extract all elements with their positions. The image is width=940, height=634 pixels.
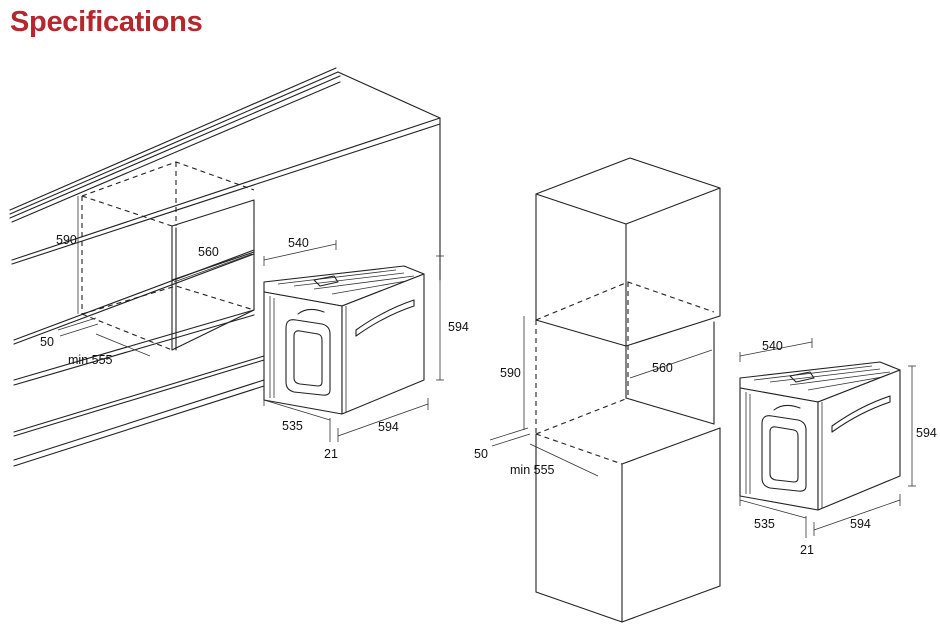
left-installation-diagram: 590 560 50 min 555 540 594 535 594 21 [9, 67, 469, 467]
left-niche-width-label: 560 [198, 245, 219, 259]
right-oven-height-label: 594 [916, 426, 937, 440]
left-front-panel-label: 21 [324, 447, 338, 461]
left-niche-height-label: 590 [56, 233, 77, 247]
left-oven-depth-top-label: 540 [288, 236, 309, 250]
page-title: Specifications [10, 6, 203, 38]
right-oven-width-label: 594 [850, 517, 871, 531]
right-front-panel-label: 21 [800, 543, 814, 557]
right-oven-depth-bottom-label: 535 [754, 517, 775, 531]
right-oven-depth-top-label: 540 [762, 339, 783, 353]
left-oven-height-label: 594 [448, 320, 469, 334]
left-oven-width-label: 594 [378, 420, 399, 434]
right-niche-width-label: 560 [652, 361, 673, 375]
left-clearance-label: 50 [40, 335, 54, 349]
right-niche-height-label: 590 [500, 366, 521, 380]
right-installation-diagram: 590 560 50 min 555 540 594 535 594 21 [474, 157, 937, 623]
left-niche-depth-label: min 555 [68, 353, 113, 367]
right-clearance-label: 50 [474, 447, 488, 461]
left-oven-depth-bottom-label: 535 [282, 419, 303, 433]
right-niche-depth-label: min 555 [510, 463, 555, 477]
